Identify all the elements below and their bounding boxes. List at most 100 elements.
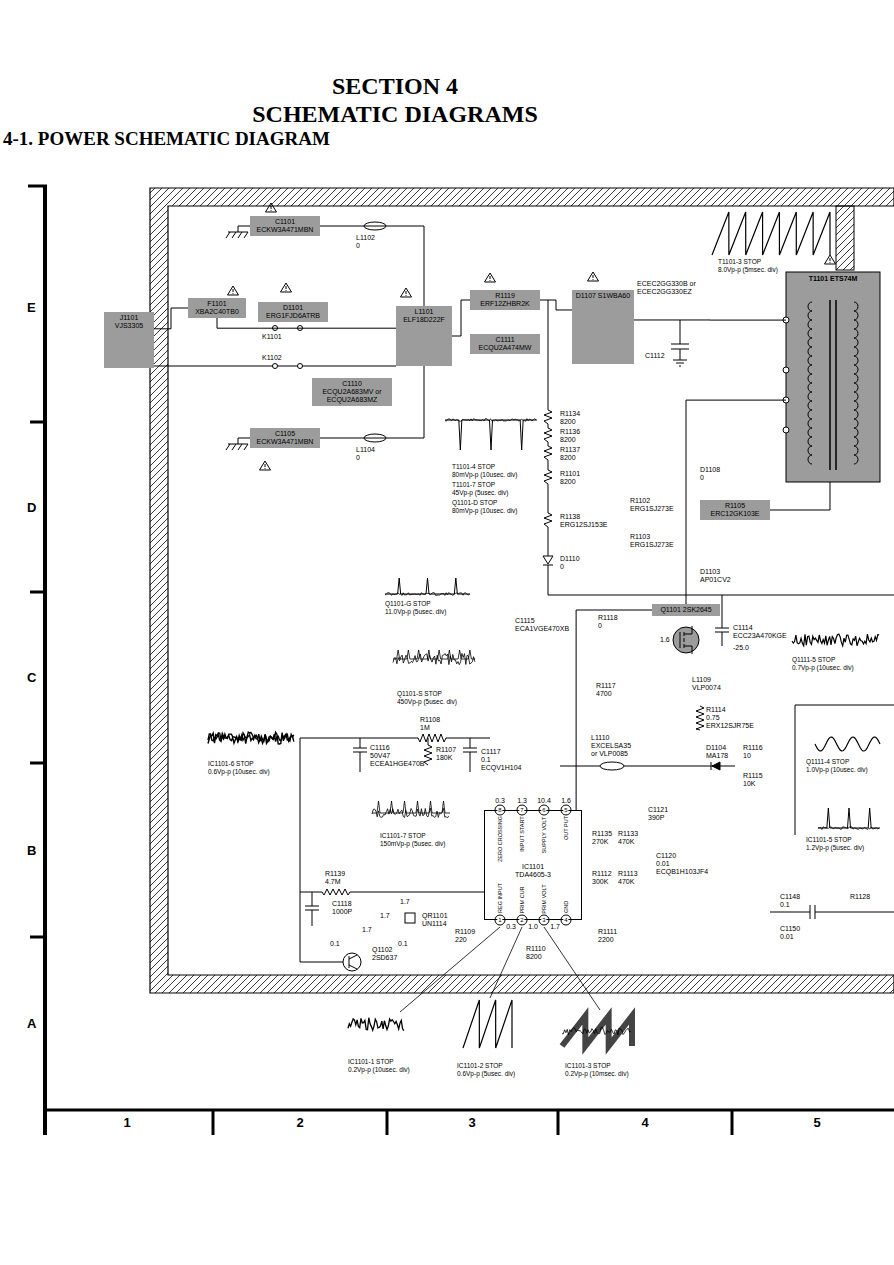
capacitor-symbol: [305, 320, 815, 926]
part-label: 0.1: [780, 901, 790, 909]
waveform-caption: IC1101-5 STOP: [806, 836, 852, 844]
relay-contact: [273, 364, 278, 369]
voltage-value: 1.6: [561, 797, 571, 805]
oscillogram: [445, 420, 537, 450]
grid-reference: C: [27, 670, 36, 685]
part-label: 8200: [560, 454, 576, 462]
transistor-symbol: [673, 627, 699, 653]
part-label: R1113: [618, 870, 638, 878]
part-label: R1137: [560, 446, 580, 454]
safety-mark: [825, 255, 836, 264]
part-label: 0.1: [481, 756, 491, 764]
resistor-symbol: [322, 889, 350, 895]
wire-connector: [576, 610, 652, 810]
oscillogram: [208, 212, 880, 1048]
waveform-caption: 450Vp-p (5usec. div): [397, 698, 457, 706]
board-outline: [150, 188, 894, 993]
part-label: 180K: [436, 754, 452, 762]
oscillogram: [372, 801, 450, 813]
wire-connector: [540, 300, 572, 310]
transistor-symbol: [405, 913, 415, 923]
capacitor-symbol: [810, 905, 815, 919]
safety-mark: [228, 286, 239, 295]
part-label: R1102: [630, 497, 650, 505]
voltage-value: 10.4: [537, 797, 551, 805]
part-label: 8200: [526, 953, 542, 961]
grid-reference: B: [27, 843, 36, 858]
transformer-body: [783, 272, 880, 482]
oscillogram: [712, 212, 830, 255]
wire: [428, 738, 429, 745]
oscillogram: [208, 734, 294, 742]
waveform-caption: Q1101-G STOP: [385, 600, 431, 608]
part-label-box: J1101 VJS3305: [104, 312, 154, 368]
part-label: R1108: [420, 716, 440, 724]
part-label: R1139: [325, 870, 345, 878]
part-label: 0: [598, 622, 602, 630]
part-label: ECA1VGE470XB: [515, 625, 569, 633]
relay-contact: [298, 364, 303, 369]
part-label: ECEC2GG330B or: [637, 280, 696, 288]
waveform-caption: 45Vp-p (5usec. div): [452, 489, 508, 497]
grid-reference: 1: [123, 1115, 130, 1130]
wire: [300, 738, 490, 739]
part-label: IC1101 TDA4605-3: [508, 863, 558, 879]
part-label-box: R1119 ERF12ZHBR2K: [470, 290, 540, 310]
part-label: R1118: [598, 614, 618, 622]
part-label: 300K: [592, 878, 608, 886]
part-label: 270K: [592, 838, 608, 846]
part-label: R1133: [618, 830, 638, 838]
transformer-body: [783, 367, 789, 373]
safety-mark: [260, 461, 271, 470]
pin-number: 6: [541, 807, 546, 814]
part-label: ECEC2GG330EZ: [637, 288, 692, 296]
waveform-caption: 0.6Vp-p (10usec. div): [208, 768, 270, 776]
waveform-caption: Q1111-5 STOP: [792, 656, 835, 664]
part-label: ERG12SJ153E: [560, 521, 607, 529]
part-label: R1138: [560, 513, 580, 521]
voltage-value: 1.0: [528, 923, 538, 931]
wire-connector: [154, 308, 188, 329]
part-label: C1111 ECQU2A474MW: [472, 336, 538, 352]
part-label: 8200: [560, 478, 576, 486]
part-label: C1114: [733, 624, 753, 632]
part-label: C1110: [314, 380, 390, 388]
waveform-caption: 0.6Vp-p (5usec. div): [457, 1070, 515, 1078]
part-label-box: Q1101 2SK2645: [652, 604, 720, 616]
wire-connector: [452, 300, 470, 336]
part-label: Q1102: [372, 946, 393, 954]
part-label: C1112: [645, 352, 665, 360]
waveform-caption: IC1101-3 STOP: [565, 1062, 611, 1070]
pin-name: REG INPUT: [497, 883, 503, 913]
part-label: MA178: [706, 752, 728, 760]
part-label: R1116: [743, 744, 763, 752]
part-label: R1136: [560, 428, 580, 436]
ic-pin: [517, 915, 527, 925]
leader-line: [490, 927, 522, 998]
part-label: -25.0: [733, 644, 749, 652]
resistor-symbol: [543, 300, 553, 595]
diagram-heading: SCHEMATIC DIAGRAMS: [252, 100, 538, 128]
waveform-caption: IC1101-1 STOP: [348, 1058, 394, 1066]
wire: [300, 738, 484, 962]
part-label: 0: [356, 454, 360, 462]
grid-reference: 3: [468, 1115, 475, 1130]
part-label: 0: [356, 242, 360, 250]
part-label: 1.6: [660, 636, 670, 644]
part-label: T1101 ETS74M: [788, 275, 878, 283]
part-label: 470K: [618, 838, 634, 846]
transistor-symbol: [343, 626, 699, 971]
transistor-symbol: [680, 626, 692, 654]
part-label: D1101 ERG1FJD6ATRB: [260, 304, 326, 320]
part-label: 0: [560, 563, 564, 571]
capacitor-symbol: [353, 738, 367, 772]
part-label: 470K: [618, 878, 634, 886]
wire: [795, 705, 894, 835]
waveform-caption: IC1101-7 STOP: [380, 832, 426, 840]
part-label: D1107 S1WBA60: [574, 292, 632, 300]
part-label: L1104: [356, 446, 375, 454]
page-frame: [45, 1110, 894, 1135]
part-label: C1120: [656, 852, 676, 860]
transformer-body: [830, 300, 836, 470]
